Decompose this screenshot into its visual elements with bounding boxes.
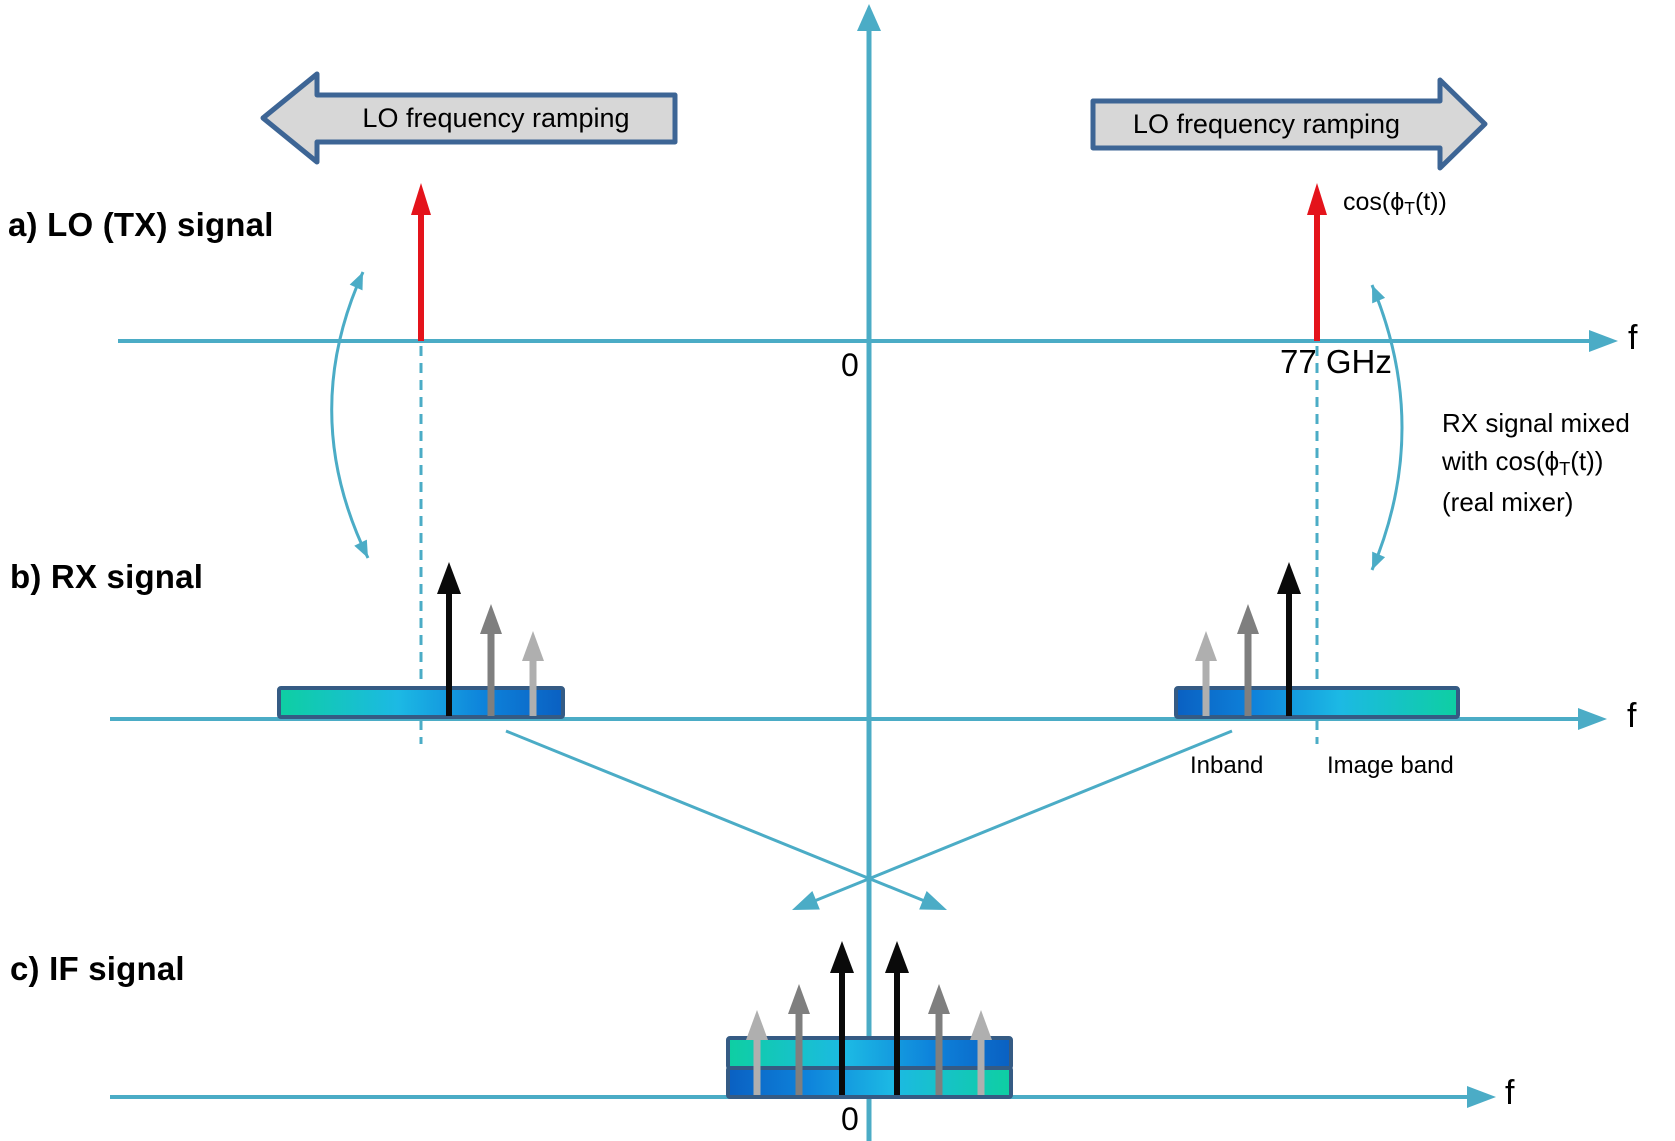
mixer-note-line2: with cos(ϕT(t)): [1442, 446, 1604, 479]
mixer-note-line1: RX signal mixed: [1442, 408, 1630, 438]
axis-a-77ghz-tick: 77 GHz: [1280, 343, 1392, 380]
if-impulse-gray-right: [928, 984, 950, 1095]
section-label-lo: a) LO (TX) signal: [8, 206, 274, 243]
downconversion-line-from-right-band: [792, 729, 1233, 910]
mixing-arc-right: [1370, 284, 1404, 571]
lo-impulse-left: [411, 183, 431, 341]
if-impulse-lightgray-left: [746, 1010, 768, 1095]
if-impulse-gray-left: [788, 984, 810, 1095]
mixer-note-line3: (real mixer): [1442, 487, 1574, 517]
axis-b-f-label: f: [1627, 697, 1637, 735]
rx-impulse-lightgray-right: [1195, 631, 1217, 716]
freq-axis-lo: [118, 330, 1618, 352]
mixer-note: RX signal mixed with cos(ϕT(t)) (real mi…: [1442, 404, 1630, 521]
axis-a-zero-label: 0: [841, 347, 859, 383]
inband-label: Inband: [1190, 752, 1264, 779]
rx-band-right: [1174, 686, 1460, 719]
axis-c-zero-label: 0: [841, 1101, 859, 1137]
banner-label-right: LO frequency ramping: [1132, 109, 1401, 139]
vertical-frequency-axis: [857, 4, 881, 1141]
section-label-rx: b) RX signal: [10, 558, 204, 595]
axis-a-f-label: f: [1628, 319, 1638, 357]
rx-impulse-black-left: [437, 562, 461, 716]
rx-impulse-black-right: [1277, 562, 1301, 716]
lo-impulse-right: [1307, 183, 1327, 341]
if-impulse-black-left: [830, 941, 854, 1095]
if-band-lower: [726, 1066, 1013, 1099]
section-label-if: c) IF signal: [10, 950, 185, 987]
lo-ramp-banner-left-arrow: [260, 71, 678, 165]
if-impulse-black-right: [885, 941, 909, 1095]
cos-phi-label: cos(ϕT(t)): [1343, 188, 1447, 219]
downconversion-line-from-left-band: [505, 729, 947, 910]
if-band-upper: [726, 1036, 1013, 1070]
rx-impulse-lightgray-left: [522, 631, 544, 716]
rx-impulse-gray-right: [1237, 604, 1259, 716]
axis-c-f-label: f: [1505, 1074, 1515, 1112]
mixing-arc-left: [330, 271, 370, 559]
image-band-label: Image band: [1327, 752, 1454, 779]
banner-label-left: LO frequency ramping: [362, 103, 630, 133]
if-impulse-lightgray-right: [970, 1010, 992, 1095]
rx-band-left: [277, 686, 565, 719]
rx-impulse-gray-left: [480, 604, 502, 716]
lo-ramp-banner-right-arrow: [1090, 77, 1488, 171]
